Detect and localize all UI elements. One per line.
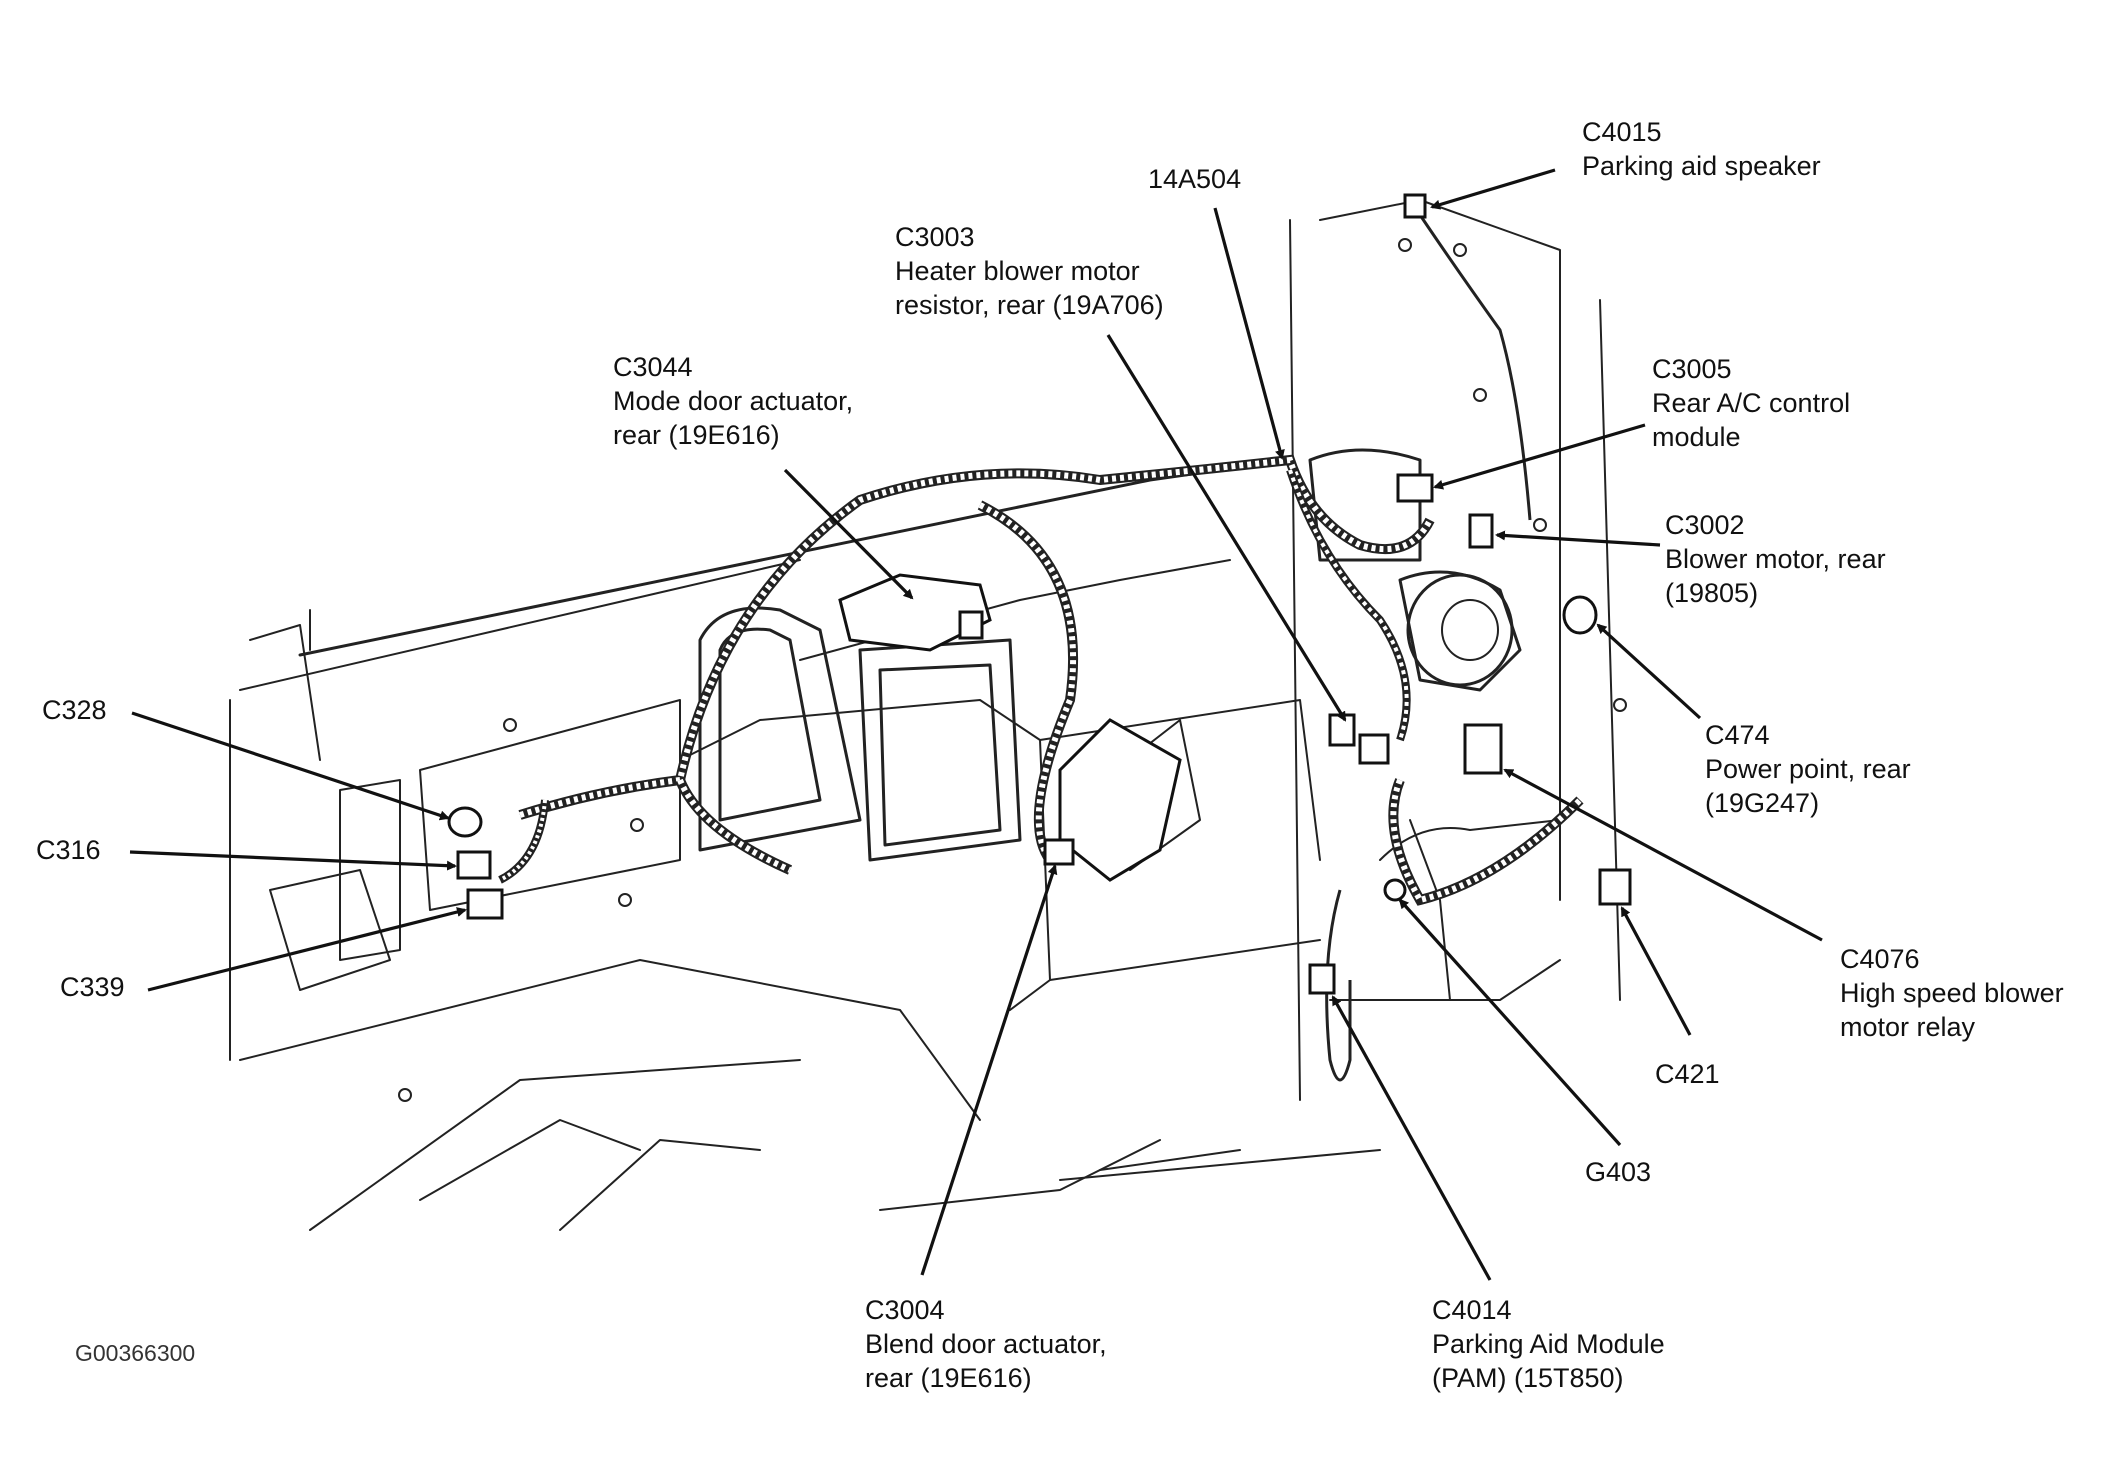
leader-c328 bbox=[131, 711, 450, 821]
label-c4076-code: C4076 bbox=[1840, 944, 1920, 974]
c3002-connector-icon bbox=[1468, 513, 1494, 549]
figure-id: G00366300 bbox=[75, 1340, 196, 1366]
leader-c4076 bbox=[1503, 768, 1823, 942]
leader-c3044 bbox=[783, 468, 914, 600]
label-c421: C421 bbox=[1655, 1057, 1720, 1091]
c3044-connector-icon bbox=[958, 610, 984, 640]
label-c3002: C3002 Blower motor, rear (19805) bbox=[1665, 508, 1886, 610]
c339-connector-icon bbox=[466, 888, 504, 920]
wiring-harness bbox=[498, 199, 1584, 1082]
g403-ground-icon bbox=[1383, 878, 1407, 902]
label-c3003-desc2: resistor, rear (19A706) bbox=[895, 290, 1164, 320]
label-c3005-code: C3005 bbox=[1652, 354, 1732, 384]
c4076-relay-icon bbox=[1463, 723, 1503, 775]
leader-14a504 bbox=[1213, 207, 1285, 460]
label-c328: C328 bbox=[42, 693, 107, 727]
leader-c316 bbox=[129, 850, 457, 871]
body-panels bbox=[229, 199, 1627, 1231]
label-c4076-desc2: motor relay bbox=[1840, 1012, 1976, 1042]
c3004-connector-icon bbox=[1043, 838, 1075, 866]
label-c4015: C4015 Parking aid speaker bbox=[1582, 115, 1821, 183]
label-c3044: C3044 Mode door actuator, rear (19E616) bbox=[613, 350, 853, 452]
label-g403: G403 bbox=[1585, 1155, 1651, 1189]
c328-connector-icon bbox=[447, 806, 483, 838]
label-c3005-desc2: module bbox=[1652, 422, 1741, 452]
c4014-connector-icon bbox=[1308, 963, 1336, 995]
leader-c3002 bbox=[1495, 530, 1661, 547]
label-c474-code: C474 bbox=[1705, 720, 1770, 750]
label-c3004-code: C3004 bbox=[865, 1295, 945, 1325]
c4015-speaker-connector-icon bbox=[1403, 193, 1427, 219]
label-c474-desc1: Power point, rear bbox=[1705, 754, 1911, 784]
leader-c3005 bbox=[1433, 423, 1646, 490]
label-c474: C474 Power point, rear (19G247) bbox=[1705, 718, 1911, 820]
label-14a504-code: 14A504 bbox=[1148, 164, 1242, 194]
label-c3003: C3003 Heater blower motor resistor, rear… bbox=[895, 220, 1164, 322]
blend-door-actuator-icon bbox=[1058, 718, 1182, 882]
label-c4015-desc: Parking aid speaker bbox=[1582, 151, 1821, 181]
leader-c3003 bbox=[1106, 334, 1347, 722]
label-c3002-desc2: (19805) bbox=[1665, 578, 1759, 608]
label-c3004: C3004 Blend door actuator, rear (19E616) bbox=[865, 1293, 1107, 1395]
label-c3044-desc2: rear (19E616) bbox=[613, 420, 780, 450]
label-c316-code: C316 bbox=[36, 835, 101, 865]
label-c3004-desc1: Blend door actuator, bbox=[865, 1329, 1107, 1359]
leader-c421 bbox=[1620, 906, 1692, 1036]
label-c4014-desc2: (PAM) (15T850) bbox=[1432, 1363, 1624, 1393]
label-c3005-desc1: Rear A/C control bbox=[1652, 388, 1851, 418]
label-14a504: 14A504 bbox=[1148, 162, 1241, 196]
heater-resistor-icon bbox=[1358, 733, 1390, 765]
label-c4076: C4076 High speed blower motor relay bbox=[1840, 942, 2064, 1044]
leader-c474 bbox=[1596, 623, 1702, 720]
c3005-connector-icon bbox=[1396, 473, 1434, 503]
label-c339: C339 bbox=[60, 970, 125, 1004]
c3003-connector-icon bbox=[1328, 713, 1356, 747]
label-c328-code: C328 bbox=[42, 695, 107, 725]
leader-lines bbox=[129, 168, 1823, 1281]
label-c4014-desc1: Parking Aid Module bbox=[1432, 1329, 1665, 1359]
label-c3004-desc2: rear (19E616) bbox=[865, 1363, 1032, 1393]
c474-power-point-icon bbox=[1562, 595, 1598, 635]
label-c3002-desc1: Blower motor, rear bbox=[1665, 544, 1886, 574]
leader-c4015 bbox=[1430, 168, 1556, 210]
leader-c3004 bbox=[920, 864, 1058, 1276]
leader-c339 bbox=[147, 907, 467, 992]
label-c3003-desc1: Heater blower motor bbox=[895, 256, 1140, 286]
label-g403-code: G403 bbox=[1585, 1157, 1652, 1187]
leader-c4014 bbox=[1331, 995, 1492, 1281]
label-c421-code: C421 bbox=[1655, 1059, 1720, 1089]
label-c3002-code: C3002 bbox=[1665, 510, 1745, 540]
c316-connector-icon bbox=[456, 850, 492, 880]
label-c4014-code: C4014 bbox=[1432, 1295, 1512, 1325]
label-c4076-desc1: High speed blower bbox=[1840, 978, 2064, 1008]
label-c3044-desc1: Mode door actuator, bbox=[613, 386, 854, 416]
label-c3044-code: C3044 bbox=[613, 352, 693, 382]
components bbox=[447, 193, 1632, 995]
label-c4014: C4014 Parking Aid Module (PAM) (15T850) bbox=[1432, 1293, 1665, 1395]
leader-g403 bbox=[1398, 898, 1622, 1147]
label-c316: C316 bbox=[36, 833, 101, 867]
label-c3003-code: C3003 bbox=[895, 222, 975, 252]
label-c339-code: C339 bbox=[60, 972, 125, 1002]
label-c3005: C3005 Rear A/C control module bbox=[1652, 352, 1850, 454]
c421-connector-icon bbox=[1598, 868, 1632, 906]
label-c4015-code: C4015 bbox=[1582, 117, 1662, 147]
mode-door-actuator-icon bbox=[838, 573, 992, 652]
label-c474-desc2: (19G247) bbox=[1705, 788, 1820, 818]
